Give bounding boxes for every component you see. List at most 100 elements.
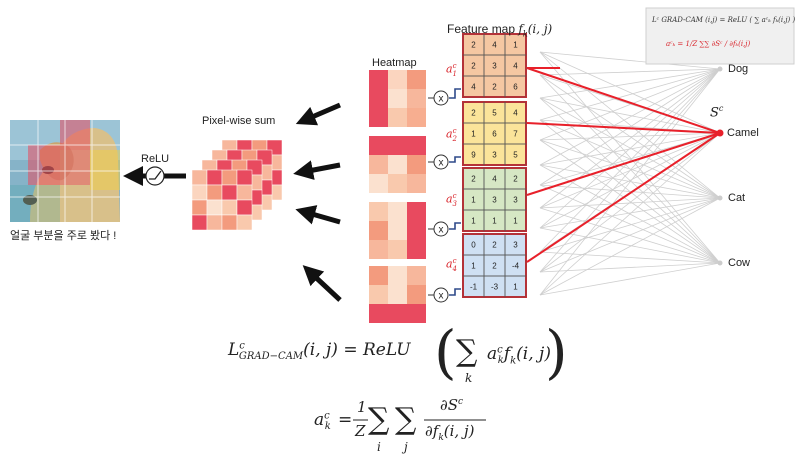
feature-map-value: 1 xyxy=(492,217,497,226)
feature-map-value: 3 xyxy=(492,62,497,71)
black-arrow xyxy=(295,205,341,225)
heatmap-cell xyxy=(407,136,426,155)
heatmap-cell xyxy=(388,285,407,304)
network-edge xyxy=(539,132,721,296)
relu-label: ReLU xyxy=(141,153,170,165)
feature-map-value: 1 xyxy=(513,41,518,50)
feature-map-value: 7 xyxy=(513,130,518,139)
heatmap-cell xyxy=(407,89,426,108)
heatmap-arrows xyxy=(293,102,342,302)
pixel-sum-stack xyxy=(191,139,283,231)
class-label-camel: Camel xyxy=(727,127,759,139)
feature-map-value: 3 xyxy=(513,241,518,250)
network-edge xyxy=(539,68,721,121)
feature-map-value: 4 xyxy=(513,62,518,71)
network-edge xyxy=(539,68,721,141)
feature-map-value: 2 xyxy=(471,62,476,71)
heatmap-stack xyxy=(369,70,426,323)
multiply-symbol: x xyxy=(439,94,444,105)
feature-map-value: 4 xyxy=(513,109,518,118)
heatmap-cell xyxy=(369,89,388,108)
network-edge xyxy=(539,197,721,229)
feature-map-value: 3 xyxy=(492,196,497,205)
heatmap-cell xyxy=(369,155,388,174)
heatmap-cell xyxy=(369,202,388,221)
heatmap-cell xyxy=(407,221,426,240)
red-camel-edge xyxy=(526,67,721,134)
formula-frac1-den: Z xyxy=(355,422,366,440)
heatmap-cell xyxy=(369,136,388,155)
network-edge xyxy=(539,68,721,296)
formula-thumb-line1: Lᶜ GRAD-CAM (i,j) = ReLU ( ∑ aᶜₖ fₖ(i,j)… xyxy=(652,16,796,24)
heatmap-cell xyxy=(407,202,426,221)
output-network xyxy=(526,51,724,296)
class-label-cow: Cow xyxy=(728,257,751,269)
heatmap-cell xyxy=(407,285,426,304)
output-node xyxy=(716,129,724,137)
formula-alpha-eq: = xyxy=(338,410,353,430)
formula-sum-j-index: j xyxy=(404,440,408,454)
heatmap-2 xyxy=(369,136,426,193)
red-camel-edge xyxy=(526,132,721,263)
heatmap-cell xyxy=(388,221,407,240)
formula-right-paren: ) xyxy=(545,318,568,386)
feature-map-value: 2 xyxy=(492,262,497,271)
network-edge xyxy=(539,184,721,264)
black-arrow xyxy=(293,160,341,180)
network-edge xyxy=(539,68,721,253)
heatmap-cell xyxy=(407,70,426,89)
feature-map-value: 1 xyxy=(471,196,476,205)
feature-map-value: 2 xyxy=(471,41,476,50)
feature-map-value: 2 xyxy=(492,241,497,250)
feature-map-value: 6 xyxy=(492,130,497,139)
heatmap-cell xyxy=(369,70,388,89)
feature-map-value: 2 xyxy=(513,175,518,184)
network-edge xyxy=(539,262,721,273)
network-edge xyxy=(539,51,721,70)
output-node xyxy=(717,195,723,201)
formula-sum-j: ∑ xyxy=(395,402,417,437)
network-edge xyxy=(539,51,721,199)
feature-map-value: 0 xyxy=(471,241,476,250)
camel-photo xyxy=(10,120,120,222)
heatmap-cell xyxy=(407,155,426,174)
output-node xyxy=(717,260,723,266)
feature-map-value: 6 xyxy=(513,83,518,92)
korean-caption: 얼굴 부분을 주로 봤다 ! xyxy=(10,230,117,242)
relu-curve xyxy=(149,170,162,180)
heatmap-cell xyxy=(388,240,407,259)
network-edge xyxy=(539,51,721,264)
red-camel-edge xyxy=(526,132,721,196)
network-edge xyxy=(539,207,721,264)
pixel-sum-label: Pixel-wise sum xyxy=(202,115,276,127)
feature-map-value: -3 xyxy=(491,283,499,292)
sum-map-cell xyxy=(236,199,253,216)
feature-map-value: 1 xyxy=(471,130,476,139)
formula-thumb-line2: aᶜₖ = 1/Z ∑∑ ∂Sᶜ / ∂fₖ(i,j) xyxy=(666,40,751,48)
feature-map-value: 5 xyxy=(513,151,518,160)
network-edge xyxy=(539,197,721,273)
heatmap-cell xyxy=(407,174,426,193)
heatmap-cell xyxy=(388,89,407,108)
formula-left-paren: ( xyxy=(434,318,457,386)
red-camel-edge xyxy=(526,122,721,134)
feature-map-cell xyxy=(504,209,527,232)
sum-map-cell xyxy=(206,199,223,216)
network-edge xyxy=(539,132,721,141)
network-edge xyxy=(539,68,721,273)
feature-map-value: 4 xyxy=(492,41,497,50)
relu-circle xyxy=(145,166,165,186)
sum-map-cell xyxy=(206,184,223,201)
heatmap-1 xyxy=(369,70,426,127)
network-edge xyxy=(539,132,721,229)
feature-map-frame xyxy=(462,101,527,166)
formula-sum-k: ∑ xyxy=(456,334,478,369)
heatmap-cell xyxy=(407,266,426,285)
feature-map-value: 1 xyxy=(513,283,518,292)
relu-operator xyxy=(123,166,186,186)
